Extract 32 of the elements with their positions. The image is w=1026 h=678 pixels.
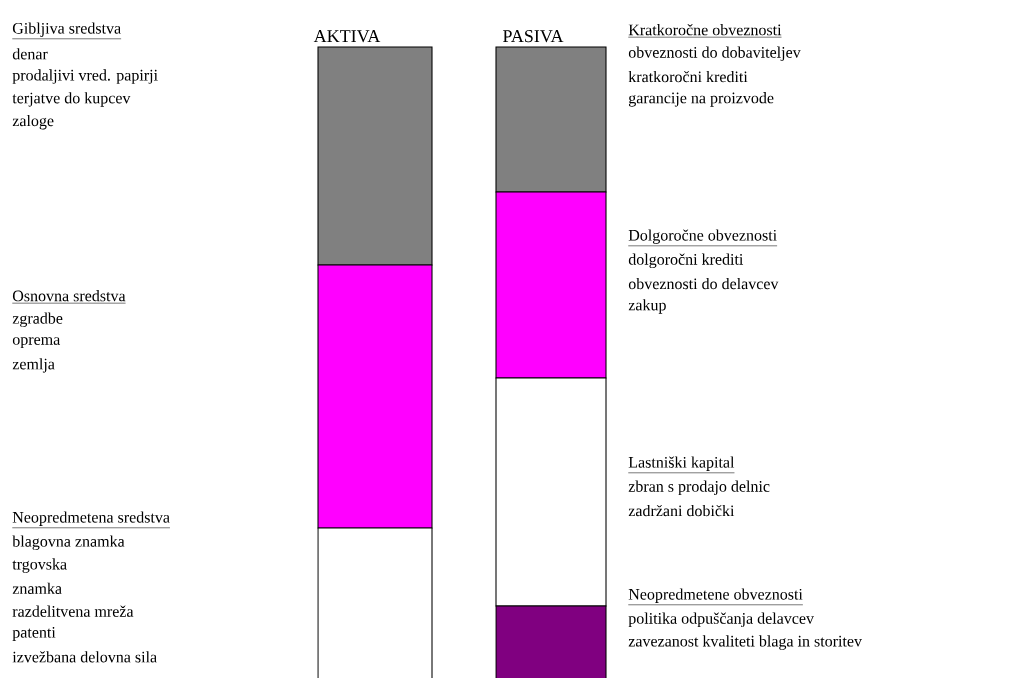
item-text: znamka bbox=[12, 582, 62, 594]
item-text: prodaljivi vred. papirji bbox=[12, 69, 158, 84]
item-text: razdelitvena mreža bbox=[12, 605, 134, 617]
item-text: dolgoročni krediti bbox=[628, 253, 744, 269]
item-text: zadržani dobički bbox=[628, 504, 735, 517]
group-heading: Gibljiva sredstva bbox=[12, 22, 122, 40]
group-heading: Neopredmetena sredstva bbox=[12, 511, 171, 529]
item-text: obveznosti do dobaviteljev bbox=[628, 46, 801, 62]
item-text: izvežbana delovna sila bbox=[12, 651, 157, 663]
item-text: zakup bbox=[628, 299, 666, 314]
item-text: zbran s prodajo delnic bbox=[628, 480, 770, 496]
item-text: obveznosti do delavcev bbox=[628, 277, 779, 290]
item-text: kratkoročni krediti bbox=[628, 70, 748, 83]
item-text: blagovna znamka bbox=[12, 535, 125, 551]
item-text: zemlja bbox=[12, 358, 55, 373]
item-text: zavezanost kvaliteti blaga in storitev bbox=[628, 635, 862, 650]
item-text: politika odpuščanja delavcev bbox=[628, 612, 814, 628]
column-heading: PASIVA bbox=[503, 30, 564, 43]
group-heading: Osnovna sredstva bbox=[12, 290, 126, 304]
item-text: patenti bbox=[12, 627, 56, 641]
item-text: zgradbe bbox=[12, 312, 63, 328]
group-heading: Lastniški kapital bbox=[628, 456, 735, 474]
group-heading: Dolgoročne obveznosti bbox=[628, 229, 778, 247]
column-heading: AKTIVA bbox=[313, 30, 381, 43]
item-text: terjatve do kupcev bbox=[12, 92, 131, 107]
item-text: trgovska bbox=[12, 558, 67, 573]
group-heading: Kratkoročne obveznosti bbox=[628, 24, 782, 38]
group-heading: Neopredmetene obveznosti bbox=[628, 588, 804, 606]
item-text: oprema bbox=[12, 337, 61, 349]
item-text: garancije na proizvode bbox=[628, 92, 774, 107]
item-text: zaloge bbox=[12, 114, 54, 130]
item-text: denar bbox=[12, 48, 48, 60]
